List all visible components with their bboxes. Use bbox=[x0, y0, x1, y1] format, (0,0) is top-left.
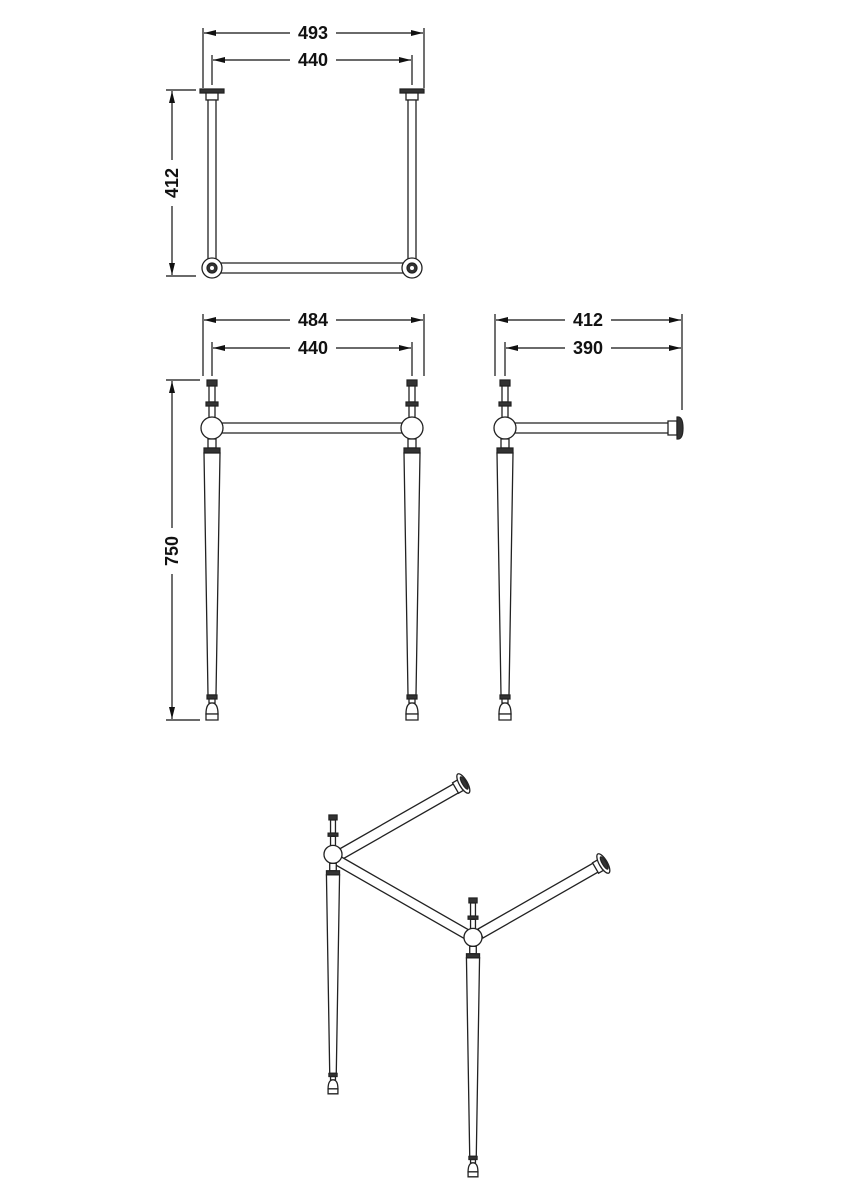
dim-front-leg-centres: 440 bbox=[298, 338, 328, 358]
top-view: 493 440 412 bbox=[162, 23, 425, 278]
dim-front-overall-width: 484 bbox=[298, 310, 328, 330]
dim-front-height: 750 bbox=[162, 536, 182, 566]
front-view-frame bbox=[200, 379, 424, 721]
dim-side-overall-depth: 412 bbox=[573, 310, 603, 330]
dim-side-rail-length: 390 bbox=[573, 338, 603, 358]
dim-top-leg-centres: 440 bbox=[298, 50, 328, 70]
isometric-view bbox=[323, 772, 612, 1178]
side-view-frame bbox=[493, 379, 683, 721]
top-view-frame bbox=[200, 89, 424, 278]
front-view: 484 440 750 bbox=[162, 310, 425, 721]
dim-top-depth: 412 bbox=[162, 168, 182, 198]
dim-top-overall-width: 493 bbox=[298, 23, 328, 43]
side-view: 412 390 bbox=[493, 310, 683, 721]
